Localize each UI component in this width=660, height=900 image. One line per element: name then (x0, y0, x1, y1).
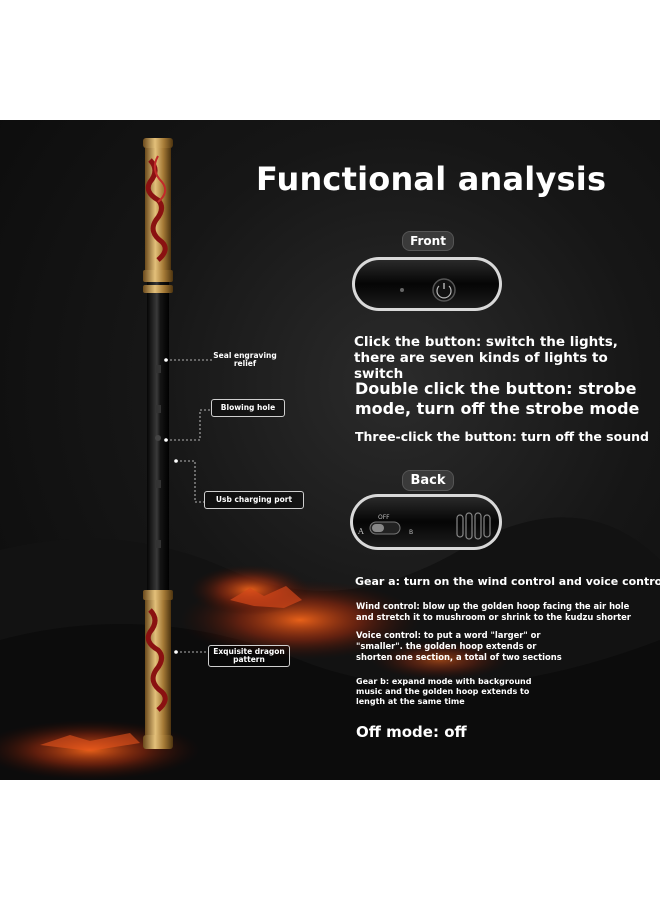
page-title: Functional analysis (256, 160, 607, 198)
gear-b-description: Gear b: expand mode with background musi… (356, 677, 532, 706)
background-art: OFF A B (0, 138, 660, 780)
voice-control-description: Voice control: to put a word "larger" or… (356, 630, 562, 662)
wind-control-description: Wind control: blow up the golden hoop fa… (356, 601, 631, 622)
double-click-description: Double click the button: strobe mode, tu… (355, 379, 640, 418)
switch-off-label: OFF (378, 514, 390, 521)
three-click-description: Three-click the button: turn off the sou… (355, 429, 649, 444)
blowing-hole-callout: Blowing hole (211, 399, 285, 417)
front-label: Front (402, 231, 454, 251)
front-device-image (352, 257, 502, 311)
switch-a-label: A (357, 527, 364, 536)
click-description: Click the button: switch the lights, the… (354, 334, 618, 382)
seal-engraving-callout: Seal engraving relief (213, 351, 277, 368)
off-mode-description: Off mode: off (356, 723, 467, 741)
product-panel: OFF A B Functional analysis Front Back S… (0, 120, 660, 780)
switch-b-label: B (409, 529, 413, 536)
dragon-pattern-callout: Exquisite dragon pattern (208, 645, 290, 667)
usb-port-callout: Usb charging port (204, 491, 304, 509)
back-label: Back (402, 470, 454, 491)
back-device-image (350, 494, 502, 550)
gear-a-description: Gear a: turn on the wind control and voi… (355, 575, 660, 588)
